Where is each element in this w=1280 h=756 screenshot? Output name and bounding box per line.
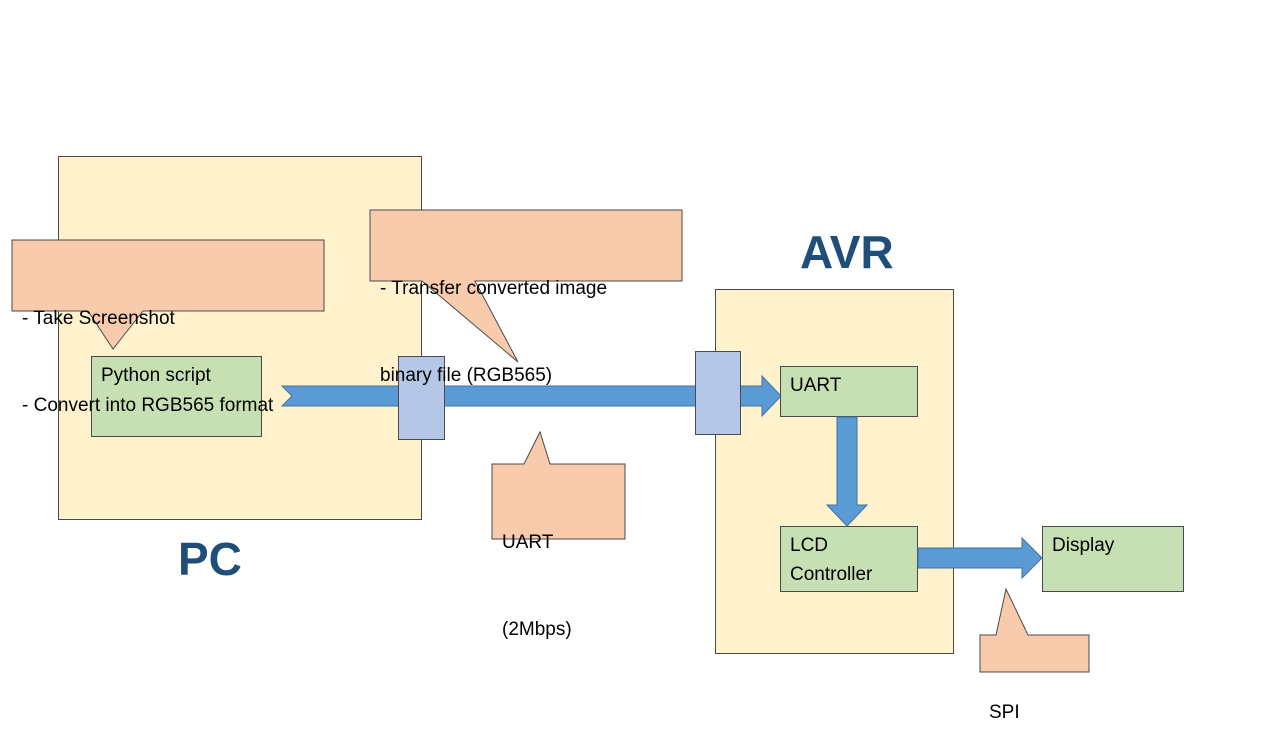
screenshot-callout-text: - Take Screenshot - Convert into RGB565 … bbox=[22, 246, 273, 449]
avr-uart-port bbox=[695, 351, 741, 435]
callout-line: - Transfer converted image bbox=[380, 278, 608, 299]
avr-title: AVR bbox=[800, 226, 894, 278]
callout-line: - Take Screenshot bbox=[22, 308, 175, 329]
avr-container bbox=[715, 289, 954, 654]
uart-speed-callout-text: UART (2Mbps) bbox=[502, 470, 572, 673]
display-block-label: Display bbox=[1052, 535, 1115, 556]
spi-callout-text: SPI bbox=[989, 640, 1020, 756]
lcd-controller-label-line2: Controller bbox=[790, 564, 873, 585]
callout-line: binary file (RGB565) bbox=[380, 365, 553, 386]
uart-speed-callout-shape bbox=[491, 430, 626, 540]
callout-line: UART bbox=[502, 532, 554, 553]
display-block: Display bbox=[1042, 526, 1184, 592]
spi-link-arrow bbox=[917, 536, 1043, 580]
lcd-controller-block: LCD Controller bbox=[780, 526, 918, 592]
pc-uart-port bbox=[398, 356, 445, 440]
transfer-callout-shape bbox=[369, 209, 683, 363]
lcd-controller-label-line1: LCD bbox=[790, 535, 829, 556]
callout-line: (2Mbps) bbox=[502, 619, 572, 640]
pc-title: PC bbox=[178, 533, 242, 585]
python-script-block: Python script bbox=[91, 356, 262, 437]
spi-callout-shape bbox=[979, 587, 1090, 673]
screenshot-callout-shape bbox=[11, 239, 325, 350]
uart-block-label: UART bbox=[790, 375, 842, 396]
uart-to-lcd-arrow bbox=[825, 416, 869, 527]
callout-line: - Convert into RGB565 format bbox=[22, 395, 274, 416]
transfer-callout-text: - Transfer converted image binary file (… bbox=[380, 216, 607, 419]
callout-line: SPI bbox=[989, 702, 1020, 723]
python-script-label: Python script bbox=[101, 365, 211, 386]
